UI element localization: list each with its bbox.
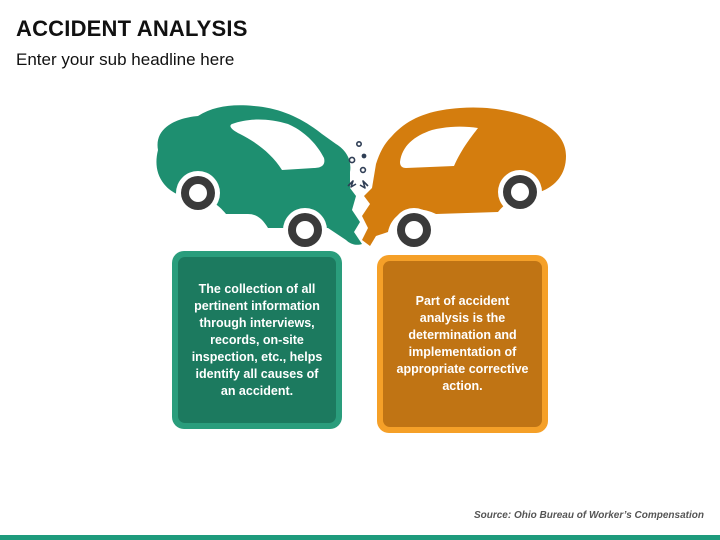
info-card-right: Part of accident analysis is the determi… bbox=[377, 255, 548, 433]
green-car-icon bbox=[156, 105, 362, 252]
crash-sparks-icon bbox=[347, 141, 369, 189]
info-card-left-text: The collection of all pertinent informat… bbox=[178, 257, 336, 423]
source-citation: Source: Ohio Bureau of Worker’s Compensa… bbox=[473, 510, 704, 521]
orange-car-icon bbox=[362, 107, 566, 252]
page-subtitle: Enter your sub headline here bbox=[16, 50, 235, 69]
info-card-left: The collection of all pertinent informat… bbox=[172, 251, 342, 429]
page-title: ACCIDENT ANALYSIS bbox=[16, 16, 248, 41]
info-card-right-text: Part of accident analysis is the determi… bbox=[383, 261, 542, 427]
bottom-accent-bar bbox=[0, 535, 720, 540]
car-crash-illustration bbox=[156, 105, 566, 252]
